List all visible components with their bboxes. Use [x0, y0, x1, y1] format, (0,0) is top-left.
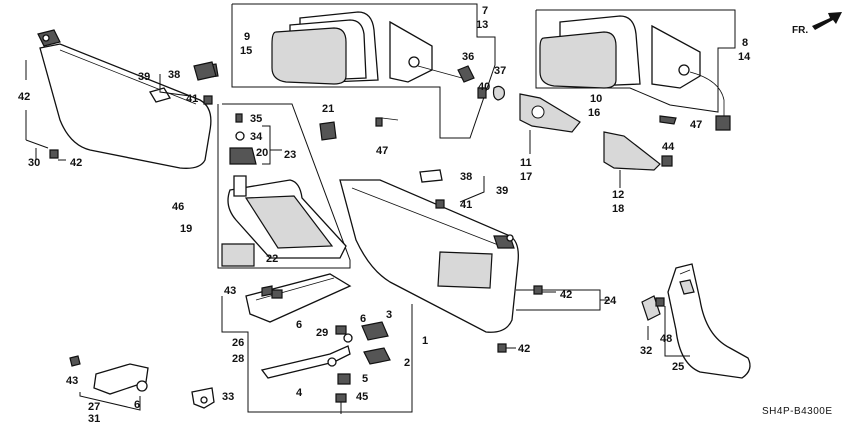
callout-10: 10	[590, 93, 602, 105]
pillar-garnish	[641, 263, 751, 379]
callout-1: 1	[422, 335, 428, 347]
callout-33: 33	[222, 391, 234, 403]
callout-41-b: 41	[460, 199, 472, 211]
callout-42-c: 42	[560, 289, 572, 301]
callout-11: 11	[520, 157, 532, 169]
callout-12: 12	[612, 189, 624, 201]
callout-47-right: 47	[690, 119, 702, 131]
callout-19: 19	[180, 223, 192, 235]
callout-42-d: 42	[518, 343, 530, 355]
callout-26: 26	[232, 337, 244, 349]
callout-42-a: 42	[18, 91, 30, 103]
callout-14: 14	[738, 51, 751, 63]
callout-36: 36	[462, 51, 474, 63]
small-parts	[193, 61, 383, 141]
callout-25: 25	[672, 361, 684, 373]
callout-35: 35	[250, 113, 262, 125]
callout-6-b: 6	[360, 313, 366, 325]
callout-6-a: 6	[296, 319, 302, 331]
callout-27: 27	[88, 401, 100, 413]
callout-4: 4	[296, 387, 303, 399]
callout-43-a: 43	[224, 285, 236, 297]
callout-32: 32	[640, 345, 652, 357]
callout-8: 8	[742, 37, 748, 49]
right-sun-visor	[339, 169, 610, 353]
callout-13: 13	[476, 19, 488, 31]
callout-38-b: 38	[460, 171, 472, 183]
callout-43-b: 43	[66, 375, 78, 387]
callout-5: 5	[362, 373, 368, 385]
callout-28: 28	[232, 353, 244, 365]
holder-bracket-group	[221, 273, 413, 414]
callout-23: 23	[284, 149, 296, 161]
callout-17: 17	[520, 171, 532, 183]
callout-labels: 7 13 9 15 36 37 40 8 14 10 16 47 47 42 3…	[18, 5, 751, 424]
callout-37: 37	[494, 65, 506, 77]
callout-15: 15	[240, 45, 252, 57]
callout-18: 18	[612, 203, 624, 215]
lower-holder	[69, 355, 215, 411]
front-direction-badge: FR.	[792, 12, 842, 36]
callout-40: 40	[478, 81, 490, 93]
callout-16: 16	[588, 107, 600, 119]
right-door-mirror	[535, 9, 736, 131]
callout-45: 45	[356, 391, 368, 403]
callout-39-b: 39	[496, 185, 508, 197]
callout-39-a: 39	[138, 71, 150, 83]
callout-29: 29	[316, 327, 328, 339]
callout-41-a: 41	[186, 93, 198, 105]
arrow-icon	[812, 12, 842, 30]
callout-42-b: 42	[70, 157, 82, 169]
callout-47-left: 47	[376, 145, 388, 157]
front-direction-label: FR.	[792, 25, 808, 36]
callout-21: 21	[322, 103, 334, 115]
callout-22: 22	[266, 253, 278, 265]
left-door-mirror	[231, 3, 505, 139]
callout-2: 2	[404, 357, 410, 369]
callout-38-a: 38	[168, 69, 180, 81]
callout-6-c: 6	[134, 399, 140, 411]
callout-24: 24	[604, 295, 617, 307]
callout-31: 31	[88, 413, 100, 424]
callout-30: 30	[28, 157, 40, 169]
callout-9: 9	[244, 31, 250, 43]
rearview-mirror	[217, 103, 351, 269]
mirror-brackets	[519, 93, 673, 188]
callout-34: 34	[250, 131, 263, 143]
callout-46: 46	[172, 201, 184, 213]
callout-7: 7	[482, 5, 488, 17]
callout-3: 3	[386, 309, 392, 321]
diagram-code: SH4P-B4300E	[762, 406, 833, 417]
callout-48: 48	[660, 333, 672, 345]
callout-44: 44	[662, 141, 675, 153]
callout-20: 20	[256, 147, 268, 159]
